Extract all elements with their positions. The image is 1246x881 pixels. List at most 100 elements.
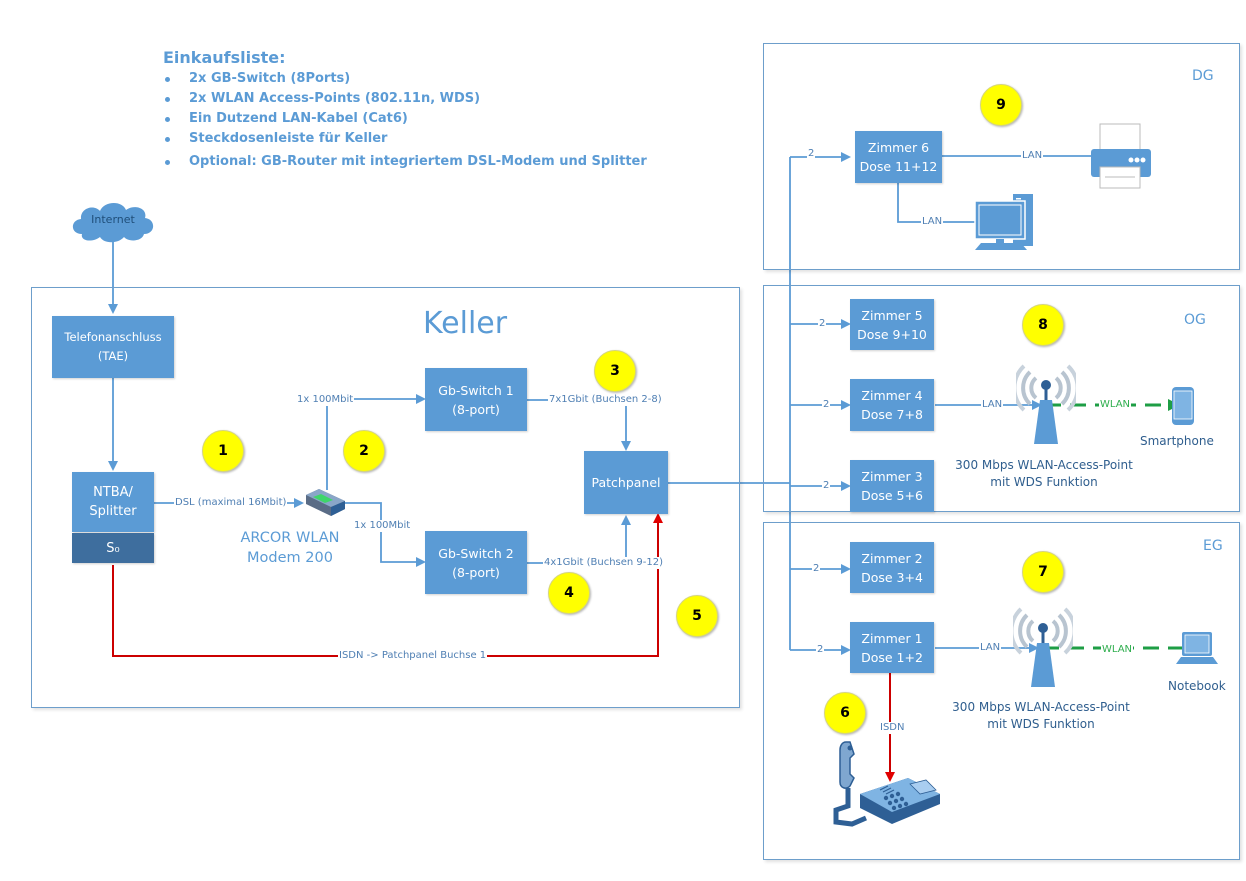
keller-title: Keller <box>423 306 508 341</box>
wlan-access-point-icon[interactable] <box>1009 603 1077 693</box>
zimmer5-line2: Dose 9+10 <box>857 326 927 342</box>
shopping-list-item: Optional: GB-Router mit integriertem DSL… <box>163 152 647 172</box>
switch2-box[interactable]: Gb-Switch 2 (8-port) <box>425 531 527 594</box>
zimmer4-box[interactable]: Zimmer 4 Dose 7+8 <box>850 379 934 431</box>
modem-icon[interactable] <box>303 487 347 517</box>
modem-caption: ARCOR WLAN Modem 200 <box>225 528 355 568</box>
og-ap-caption: 300 Mbps WLAN-Access-Point mit WDS Funkt… <box>944 457 1144 491</box>
eg-floor-label: EG <box>1203 538 1223 554</box>
modem-line2: Modem 200 <box>247 550 333 566</box>
modem-switch1-label: 1x 100Mbit <box>296 394 355 406</box>
shopping-list-item: 2x GB-Switch (8Ports) <box>163 69 647 89</box>
zimmer3-line2: Dose 5+6 <box>861 488 923 503</box>
cloud-icon <box>72 202 154 243</box>
switch2-patchpanel-label: 4x1Gbit (Buchsen 9-12) <box>543 557 665 569</box>
zimmer2-box[interactable]: Zimmer 2 Dose 3+4 <box>850 542 934 593</box>
badge-1: 1 <box>202 430 244 472</box>
s0-label: S₀ <box>106 540 120 556</box>
shopping-list-item: Ein Dutzend LAN-Kabel (Cat6) <box>163 109 647 129</box>
zimmer6-link-label: 2 <box>807 148 816 160</box>
ntba-line2: Splitter <box>89 504 137 519</box>
shopping-list-title: Einkaufsliste: <box>163 48 286 67</box>
zimmer2-line1: Zimmer 2 <box>861 550 923 566</box>
badge-8: 8 <box>1022 304 1064 346</box>
zimmer4-line2: Dose 7+8 <box>861 407 923 422</box>
badge-4: 4 <box>548 572 590 614</box>
patchpanel-label: Patchpanel <box>591 475 661 490</box>
shopping-list-item: 2x WLAN Access-Points (802.11n, WDS) <box>163 89 647 109</box>
zimmer4-link-label: 2 <box>822 399 831 411</box>
shopping-list: Einkaufsliste: 2x GB-Switch (8Ports) 2x … <box>163 48 647 172</box>
modem-to-switch2-line <box>340 502 426 567</box>
modem-switch2-label: 1x 100Mbit <box>353 520 412 532</box>
zimmer3-box[interactable]: Zimmer 3 Dose 5+6 <box>850 460 934 512</box>
printer-lan-label: LAN <box>1021 150 1044 162</box>
badge-5: 5 <box>676 595 718 637</box>
zimmer1-line1: Zimmer 1 <box>861 630 923 646</box>
eg-ap-caption-line2: mit WDS Funktion <box>987 717 1095 731</box>
smartphone-label: Smartphone <box>1140 434 1214 448</box>
badge-2: 2 <box>343 430 385 472</box>
zimmer4-line1: Zimmer 4 <box>861 388 923 403</box>
smartphone-icon[interactable] <box>1171 386 1195 426</box>
zimmer1-link-label: 2 <box>816 644 825 656</box>
ntba-line1: NTBA/ <box>93 485 133 500</box>
zimmer6-line2: Dose 11+12 <box>859 159 938 174</box>
printer-icon[interactable] <box>1090 123 1152 189</box>
internet-cloud: Internet <box>68 198 158 244</box>
og-wlan-label: WLAN <box>1099 399 1132 411</box>
og-ap-caption-line1: 300 Mbps WLAN-Access-Point <box>955 458 1133 472</box>
og-ap-caption-line2: mit WDS Funktion <box>990 475 1098 489</box>
switch1-patchpanel-label: 7x1Gbit (Buchsen 2-8) <box>548 394 663 406</box>
s0-port-box[interactable]: S₀ <box>72 533 154 563</box>
dg-floor-label: DG <box>1192 68 1214 84</box>
isdn-telephone-icon[interactable] <box>830 738 945 832</box>
modem-line1: ARCOR WLAN <box>240 530 340 546</box>
desktop-pc-icon[interactable] <box>971 193 1035 251</box>
og-floor-label: OG <box>1184 312 1206 328</box>
zimmer6-box[interactable]: Zimmer 6 Dose 11+12 <box>855 131 942 183</box>
zimmer3-line1: Zimmer 3 <box>861 469 923 484</box>
zimmer5-link-label: 2 <box>818 318 827 330</box>
eg-ap-caption: 300 Mbps WLAN-Access-Point mit WDS Funkt… <box>941 699 1141 733</box>
notebook-label: Notebook <box>1168 679 1226 693</box>
zimmer5-line1: Zimmer 5 <box>861 307 923 323</box>
switch1-line1: Gb-Switch 1 <box>438 382 514 398</box>
notebook-icon[interactable] <box>1175 631 1219 665</box>
badge-3: 3 <box>594 350 636 392</box>
tae-line2: (TAE) <box>97 349 129 363</box>
eg-frame <box>763 522 1240 860</box>
zimmer5-box[interactable]: Zimmer 5 Dose 9+10 <box>850 299 934 350</box>
eg-ap-caption-line1: 300 Mbps WLAN-Access-Point <box>952 700 1130 714</box>
og-frame <box>763 285 1240 512</box>
zimmer6-line1: Zimmer 6 <box>867 140 930 155</box>
eg-wlan-label: WLAN <box>1101 644 1134 656</box>
eg-isdn-label: ISDN <box>879 722 906 734</box>
dsl-link-label: DSL (maximal 16Mbit) <box>174 497 288 509</box>
switch1-line2: (8-port) <box>452 401 500 417</box>
zimmer2-line2: Dose 3+4 <box>861 569 923 585</box>
zimmer6-to-pc-line <box>897 181 980 223</box>
og-lan-label: LAN <box>981 399 1004 411</box>
tae-line1: Telefonanschluss <box>64 330 162 344</box>
keller-frame <box>31 287 740 708</box>
internet-label: Internet <box>91 213 135 226</box>
dg-frame <box>763 43 1240 270</box>
switch2-line1: Gb-Switch 2 <box>438 545 514 561</box>
ntba-splitter-box[interactable]: NTBA/ Splitter <box>72 472 154 532</box>
switch2-line2: (8-port) <box>452 564 500 580</box>
tae-box[interactable]: Telefonanschluss (TAE) <box>52 316 174 378</box>
shopping-list-item: Steckdosenleiste für Keller <box>163 129 647 149</box>
zimmer2-link-label: 2 <box>812 563 821 575</box>
switch1-box[interactable]: Gb-Switch 1 (8-port) <box>425 368 527 431</box>
eg-lan-label: LAN <box>979 642 1002 654</box>
wlan-access-point-icon[interactable] <box>1012 360 1080 450</box>
zimmer1-line2: Dose 1+2 <box>861 649 923 665</box>
badge-7: 7 <box>1022 551 1064 593</box>
patchpanel-box[interactable]: Patchpanel <box>584 451 668 514</box>
zimmer1-box[interactable]: Zimmer 1 Dose 1+2 <box>850 622 934 673</box>
isdn-patchpanel-label: ISDN -> Patchpanel Buchse 1 <box>338 650 488 662</box>
badge-9: 9 <box>980 84 1022 126</box>
pc-lan-label: LAN <box>921 216 944 228</box>
badge-6: 6 <box>824 692 866 734</box>
